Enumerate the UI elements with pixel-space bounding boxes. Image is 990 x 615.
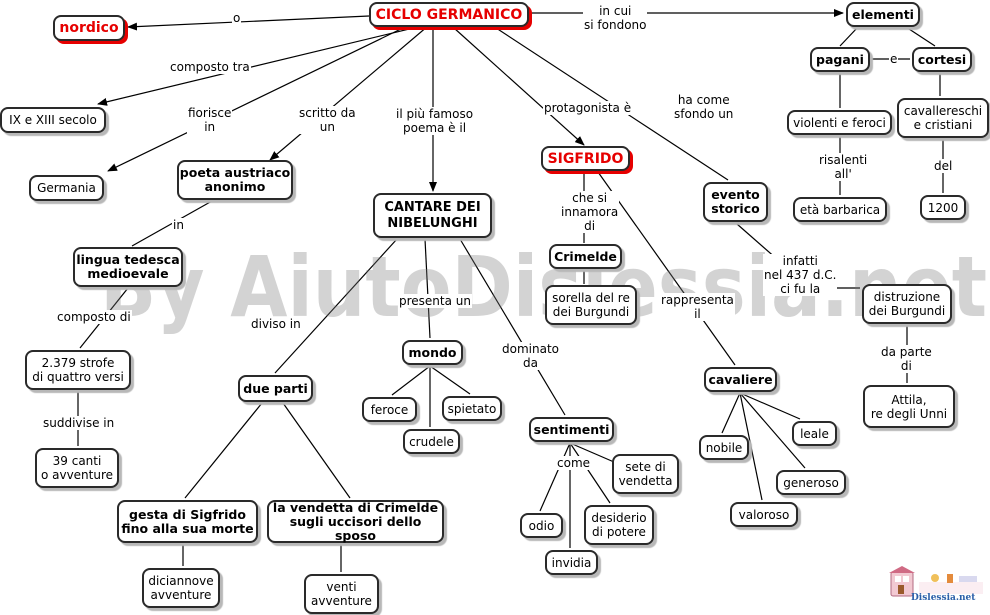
node-leale[interactable]: leale — [792, 421, 837, 446]
node-distruzione-burgundi[interactable]: distruzione dei Burgundi — [862, 284, 952, 324]
watermark: By AiutoDislessia.net — [100, 238, 988, 336]
label-che-si-innamora: che si innamora di — [560, 191, 620, 233]
label-rappresenta-il: rappresenta il — [660, 293, 735, 321]
connector-line — [905, 26, 936, 47]
connector-line — [184, 402, 263, 499]
node-sigfrido[interactable]: SIGFRIDO — [541, 146, 630, 171]
connector-line — [569, 442, 615, 463]
connector-line — [127, 15, 370, 31]
node-attila[interactable]: Attila, re degli Unni — [863, 385, 955, 428]
connector-line — [839, 26, 859, 47]
node-crimelde[interactable]: Crimelde — [549, 244, 622, 269]
label-fiorisce-in: fiorisce in — [187, 106, 233, 134]
node-lingua-tedesca[interactable]: lingua tedesca medioevale — [73, 247, 183, 287]
node-evento-storico[interactable]: evento storico — [703, 182, 768, 222]
node-vendetta-crimelde[interactable]: la vendetta di Crimelde sugli uccisori d… — [267, 500, 444, 543]
node-ix-xiii-secolo[interactable]: IX e XIII secolo — [0, 107, 106, 133]
label-infatti-nel-437: infatti nel 437 d.C. ci fu la — [763, 254, 838, 296]
node-cavallereschi-cristiani[interactable]: cavallereschi e cristiani — [897, 98, 989, 138]
connector-line — [269, 25, 429, 161]
node-sentimenti[interactable]: sentimenti — [529, 417, 614, 442]
node-odio[interactable]: odio — [520, 513, 563, 538]
connector-line — [739, 392, 806, 469]
label-suddivise-in: suddivise in — [42, 416, 116, 430]
logo-text: Dislessia.net — [911, 593, 976, 603]
node-nordico[interactable]: nordico — [53, 15, 125, 41]
node-crudele[interactable]: crudele — [403, 429, 460, 454]
connector-line — [569, 442, 611, 504]
connector-line — [739, 392, 763, 501]
node-ciclo-germanico[interactable]: CICLO GERMANICO — [369, 2, 529, 27]
node-sete-vendetta[interactable]: sete di vendetta — [612, 454, 679, 494]
connector-line — [453, 27, 585, 146]
label-come: come — [556, 456, 592, 470]
label-piu-famoso-poema: il più famoso poema è il — [395, 107, 475, 135]
logo-graphic-icon — [889, 566, 983, 597]
label-del: del — [933, 159, 954, 173]
connector-line — [424, 238, 431, 339]
node-elementi[interactable]: elementi — [846, 2, 920, 27]
node-germania[interactable]: Germania — [29, 175, 104, 201]
connector-line — [391, 365, 431, 396]
node-desiderio-potere[interactable]: desiderio di potere — [584, 505, 654, 545]
connector-line — [597, 171, 736, 366]
connector-line — [274, 238, 398, 374]
label-ha-come-sfondo: ha come sfondo un — [673, 93, 735, 121]
node-canti[interactable]: 39 canti o avventure — [35, 448, 119, 488]
label-presenta-un: presenta un — [398, 294, 472, 308]
node-invidia[interactable]: invidia — [545, 550, 598, 575]
connector-line — [107, 26, 406, 172]
label-in-cui-si-fondono: in cui si fondono — [583, 4, 648, 32]
label-dominato-da: dominato da — [501, 342, 560, 370]
node-diciannove-avventure[interactable]: diciannove avventure — [142, 568, 220, 608]
node-cavaliere[interactable]: cavaliere — [704, 367, 777, 392]
label-composto-tra: composto tra — [169, 60, 251, 74]
node-nobile[interactable]: nobile — [699, 435, 749, 460]
connector-line — [459, 238, 566, 416]
label-in: in — [172, 218, 185, 232]
connector-line — [721, 392, 741, 434]
node-cortesi[interactable]: cortesi — [912, 47, 972, 72]
connector-line — [429, 365, 471, 395]
node-violenti-feroci[interactable]: violenti e feroci — [787, 110, 892, 135]
node-cantare-nibelunghi[interactable]: CANTARE DEI NIBELUNGHI — [373, 193, 492, 238]
label-e: e — [889, 52, 899, 66]
node-poeta-austriaco[interactable]: poeta austriaco anonimo — [177, 160, 293, 200]
label-o: o — [232, 11, 242, 25]
label-risalenti-all: risalenti all' — [818, 153, 869, 181]
node-feroce[interactable]: feroce — [362, 397, 417, 422]
connector-line — [282, 402, 351, 499]
node-eta-barbarica[interactable]: età barbarica — [793, 197, 887, 222]
node-strofe[interactable]: 2.379 strofe di quattro versi — [25, 350, 131, 390]
site-logo: Dislessia.net — [889, 566, 987, 608]
node-1200[interactable]: 1200 — [920, 195, 966, 220]
node-sorella-re[interactable]: sorella del re dei Burgundi — [545, 285, 637, 325]
connector-line — [539, 442, 571, 512]
node-due-parti[interactable]: due parti — [238, 375, 313, 402]
node-gesta-sigfrido[interactable]: gesta di Sigfrido fino alla sua morte — [117, 500, 258, 543]
connector-line — [739, 392, 801, 420]
node-spietato[interactable]: spietato — [442, 396, 502, 421]
label-da-parte-di: da parte di — [880, 345, 933, 373]
node-mondo[interactable]: mondo — [402, 340, 463, 365]
node-valoroso[interactable]: valoroso — [730, 502, 798, 527]
label-scritto-da-un: scritto da un — [298, 106, 357, 134]
label-protagonista: protagonista è — [543, 101, 633, 115]
node-generoso[interactable]: generoso — [776, 470, 846, 495]
label-diviso-in: diviso in — [250, 317, 302, 331]
label-composto-di: composto di — [56, 310, 132, 324]
connector-line — [97, 23, 431, 106]
node-pagani[interactable]: pagani — [810, 47, 870, 72]
node-venti-avventure[interactable]: venti avventure — [304, 574, 379, 614]
